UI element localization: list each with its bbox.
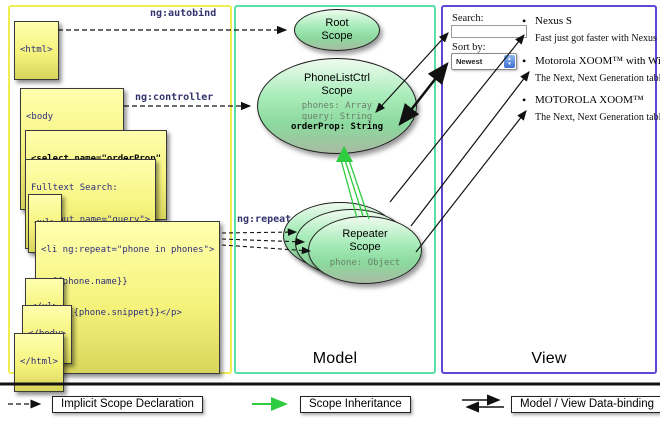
- phonelistctrl-scope-ellipse: PhoneListCtrl Scope phones: Array query:…: [257, 58, 417, 154]
- view-item-desc: Fast just got faster with Nexus S.: [535, 33, 660, 44]
- label-ng-repeat: ng:repeat: [237, 214, 292, 225]
- search-label: Search:: [452, 13, 484, 24]
- label-ng-autobind: ng:autobind: [150, 8, 217, 19]
- view-panel-title: View: [531, 350, 567, 367]
- code-line: <p>{{phone.snippet}}</p>: [41, 308, 182, 318]
- legend-scope-inheritance: Scope Inheritance: [300, 396, 411, 413]
- scope-prop-phone: phone: Object: [329, 258, 401, 268]
- legend-model-view-databinding: Model / View Data-binding: [511, 396, 660, 413]
- code-box-html-open: <html>: [14, 21, 59, 80]
- repeater-title-line: Scope: [349, 241, 381, 253]
- code-line: <li ng:repeat="phone in phones">: [41, 245, 215, 255]
- repeater-scope-ellipse-front: Repeater Scope phone: Object: [308, 216, 422, 284]
- view-item-name: Motorola XOOM™ with Wi-Fi: [522, 54, 660, 69]
- code-line: Fulltext Search:: [31, 183, 118, 193]
- code-box-html-close: </html>: [14, 333, 64, 392]
- scope-prop-phones: phones: Array: [301, 101, 373, 111]
- label-ng-controller: ng:controller: [135, 92, 214, 103]
- sort-by-label: Sort by:: [452, 42, 486, 53]
- sort-select[interactable]: Newest ▲▼: [451, 53, 517, 70]
- code-line: </html>: [20, 357, 58, 367]
- legend-implicit-scope-declaration: Implicit Scope Declaration: [52, 396, 203, 413]
- view-item-name: Nexus S: [522, 14, 572, 29]
- phonelistctrl-title-line: Scope: [321, 85, 353, 97]
- search-input[interactable]: [451, 25, 527, 38]
- root-scope-ellipse: Root Scope: [294, 9, 380, 51]
- code-line: <body: [26, 112, 54, 122]
- repeater-title-line: Repeater: [342, 228, 388, 240]
- sort-select-value: Newest: [456, 57, 483, 66]
- model-panel-title: Model: [312, 350, 358, 367]
- scope-prop-query: query: String: [301, 111, 373, 122]
- code-line: <html>: [20, 45, 53, 55]
- phonelistctrl-title-line: PhoneListCtrl: [303, 72, 371, 84]
- view-item-name: MOTOROLA XOOM™: [522, 93, 644, 108]
- root-scope-title-line: Scope: [321, 30, 353, 42]
- view-item-desc: The Next, Next Generation tablet.: [535, 73, 660, 84]
- code-line: {{phone.name}}: [41, 276, 128, 287]
- view-item-desc: The Next, Next Generation tablet.: [535, 112, 660, 123]
- scope-prop-orderprop: orderProp: String: [290, 122, 384, 132]
- stepper-arrows-icon[interactable]: ▲▼: [504, 55, 515, 68]
- root-scope-title-line: Root: [325, 17, 349, 29]
